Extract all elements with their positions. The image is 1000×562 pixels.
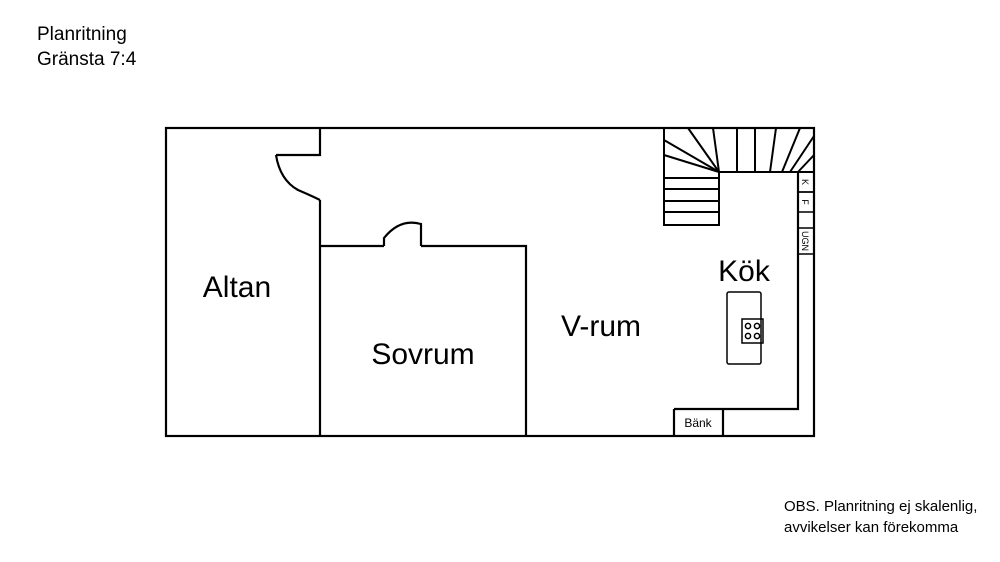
bench-label: Bänk (684, 416, 712, 430)
disclaimer-line-2: avvikelser kan förekomma (784, 519, 959, 536)
sovrum-wall (320, 244, 528, 436)
staircase (663, 127, 815, 226)
room-label-sovrum: Sovrum (371, 338, 474, 371)
plan-title: Planritning (37, 24, 127, 45)
plan-subtitle: Gränsta 7:4 (37, 49, 137, 70)
stove-icon (741, 318, 764, 344)
altan-door-swing (274, 154, 321, 201)
kitchen-counter (672, 172, 800, 436)
room-label-vardagsrum: V-rum (561, 310, 641, 343)
sovrum-door-swing (382, 221, 423, 246)
oven-label: UGN (800, 231, 810, 251)
title-block: Planritning Gränsta 7:4 (37, 22, 136, 72)
disclaimer-note: OBS. Planritning ej skalenlig, avvikelse… (784, 496, 977, 538)
room-label-altan: Altan (203, 271, 271, 304)
kitchen-island (726, 291, 762, 365)
freezer-label: F (800, 199, 810, 205)
room-label-kok: Kök (718, 255, 771, 288)
fridge-label: K (800, 179, 810, 185)
outer-wall (164, 126, 816, 438)
oven-box (797, 227, 815, 255)
altan-wall (276, 128, 322, 436)
disclaimer-line-1: OBS. Planritning ej skalenlig, (784, 498, 978, 515)
freezer-box (797, 191, 815, 213)
